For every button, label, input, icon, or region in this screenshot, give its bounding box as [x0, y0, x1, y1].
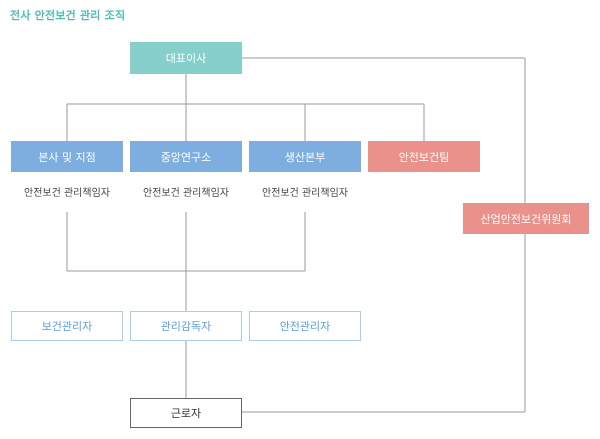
node-ceo-label: 대표이사 [165, 52, 207, 65]
node-safety-team: 안전보건팀 [368, 141, 480, 172]
sublabel-hq: 안전보건 관리책임자 [24, 188, 110, 199]
node-production: 생산본부 [249, 141, 361, 172]
node-worker-label: 근로자 [170, 407, 202, 420]
node-safety-manager-label: 안전관리자 [279, 320, 331, 333]
node-safety-team-label: 안전보건팀 [398, 150, 450, 164]
node-committee-label: 산업안전보건위원회 [480, 212, 572, 226]
node-research-label: 중앙연구소 [160, 150, 212, 164]
node-supervisor-label: 관리감독자 [160, 320, 212, 333]
node-health-manager-label: 보건관리자 [41, 320, 93, 333]
node-committee: 산업안전보건위원회 [463, 203, 589, 234]
node-safety-manager: 안전관리자 [249, 311, 361, 341]
node-production-label: 생산본부 [284, 150, 326, 164]
node-hq: 본사 및 지점 [11, 141, 123, 172]
sublabel-production: 안전보건 관리책임자 [262, 188, 348, 199]
node-ceo: 대표이사 [130, 42, 242, 74]
node-research: 중앙연구소 [130, 141, 242, 172]
node-health-manager: 보건관리자 [11, 311, 123, 341]
node-supervisor: 관리감독자 [130, 311, 242, 341]
sublabel-research: 안전보건 관리책임자 [143, 188, 229, 199]
node-hq-label: 본사 및 지점 [38, 150, 96, 164]
diagram-title: 전사 안전보건 관리 조직 [10, 9, 126, 22]
node-worker: 근로자 [130, 398, 242, 428]
